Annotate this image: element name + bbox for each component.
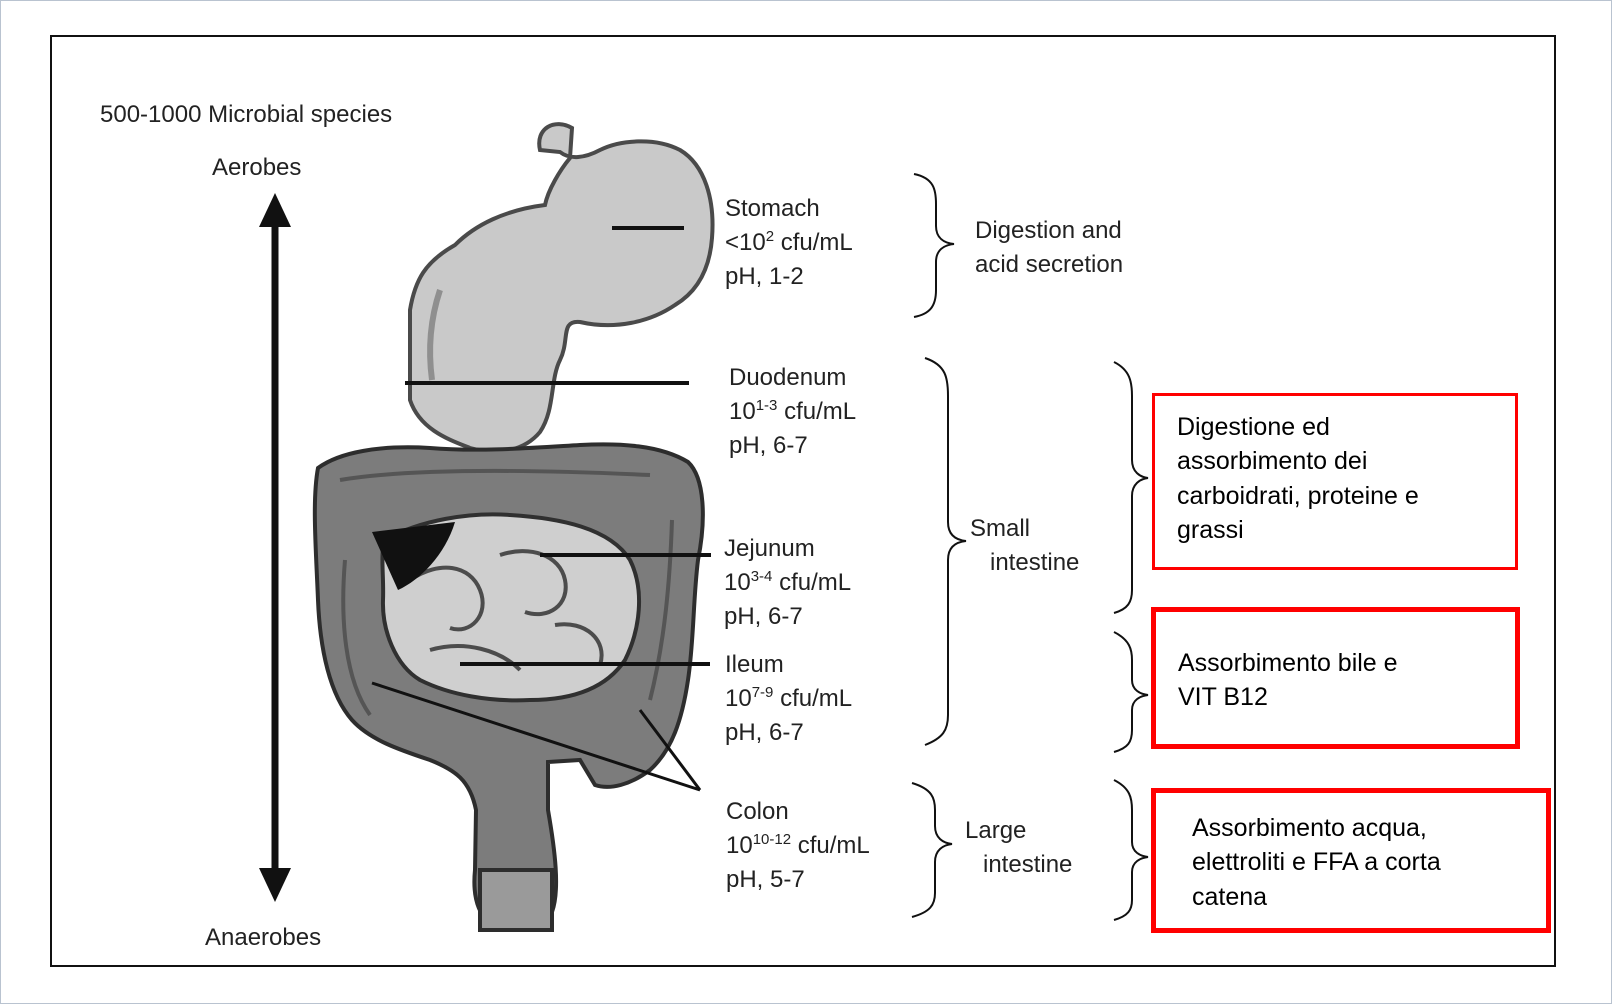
segment-name: Colon (726, 795, 870, 829)
segment-ph: pH, 6-7 (725, 716, 852, 750)
segment-count: 1010-12 cfu/mL (726, 829, 870, 863)
segment-ph: pH, 6-7 (729, 429, 856, 463)
anaerobes-label: Anaerobes (205, 921, 321, 955)
annotation-box-ileum: Assorbimento bile e VIT B12 (1151, 607, 1520, 749)
segment-ph: pH, 1-2 (725, 260, 853, 294)
segment-label-colon: Colon 1010-12 cfu/mL pH, 5-7 (726, 795, 870, 897)
small-intestine-label: Small intestine (970, 512, 1079, 580)
stomach-shape (410, 124, 713, 451)
segment-name: Jejunum (724, 532, 851, 566)
segment-count: 101-3 cfu/mL (729, 395, 856, 429)
segment-ph: pH, 6-7 (724, 600, 851, 634)
stomach-function-label: Digestion and acid secretion (975, 214, 1123, 282)
segment-ph: pH, 5-7 (726, 863, 870, 897)
large-intestine-label: Large intestine (965, 814, 1072, 882)
segment-count: 103-4 cfu/mL (724, 566, 851, 600)
segment-count: <102 cfu/mL (725, 226, 853, 260)
segment-label-ileum: Ileum 107-9 cfu/mL pH, 6-7 (725, 648, 852, 750)
segment-name: Ileum (725, 648, 852, 682)
annotation-box-colon: Assorbimento acqua, elettroliti e FFA a … (1151, 788, 1551, 933)
segment-label-duodenum: Duodenum 101-3 cfu/mL pH, 6-7 (729, 361, 856, 463)
segment-count: 107-9 cfu/mL (725, 682, 852, 716)
aerobes-label: Aerobes (212, 151, 301, 185)
segment-label-stomach: Stomach <102 cfu/mL pH, 1-2 (725, 192, 853, 294)
annotation-box-small-intestine: Digestione ed assorbimento dei carboidra… (1152, 393, 1518, 570)
segment-name: Duodenum (729, 361, 856, 395)
species-count-label: 500-1000 Microbial species (100, 98, 392, 132)
segment-label-jejunum: Jejunum 103-4 cfu/mL pH, 6-7 (724, 532, 851, 634)
oxygen-gradient-arrow (259, 193, 291, 902)
small-intestine-shape (372, 514, 639, 700)
segment-name: Stomach (725, 192, 853, 226)
